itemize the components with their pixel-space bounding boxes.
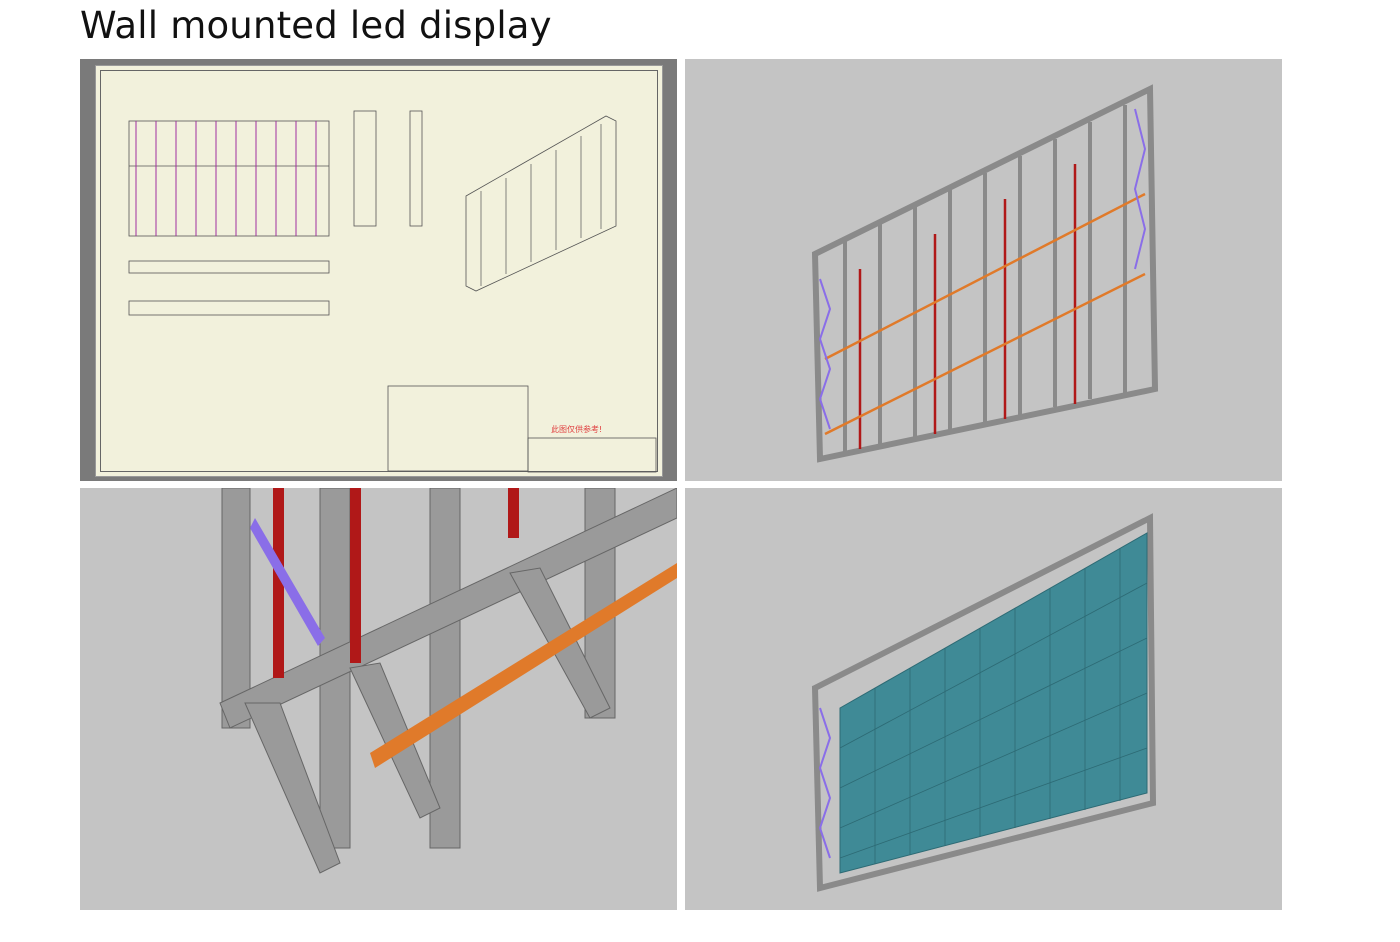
drawing-lines [128, 110, 657, 473]
page-title: Wall mounted led display [80, 4, 552, 47]
isometric-frame-image [685, 59, 1282, 481]
technical-drawing-image: 此图仅供参考! [80, 59, 677, 481]
isometric-frame-drawing [811, 84, 1159, 463]
drawing-sheet: 此图仅供参考! [95, 65, 663, 477]
frame-with-led-panels-image [685, 488, 1282, 910]
led-wall-drawing [811, 513, 1157, 892]
frame-closeup-image [80, 488, 677, 910]
reference-only-note: 此图仅供参考! [551, 425, 603, 434]
closeup-drawing [219, 488, 677, 874]
